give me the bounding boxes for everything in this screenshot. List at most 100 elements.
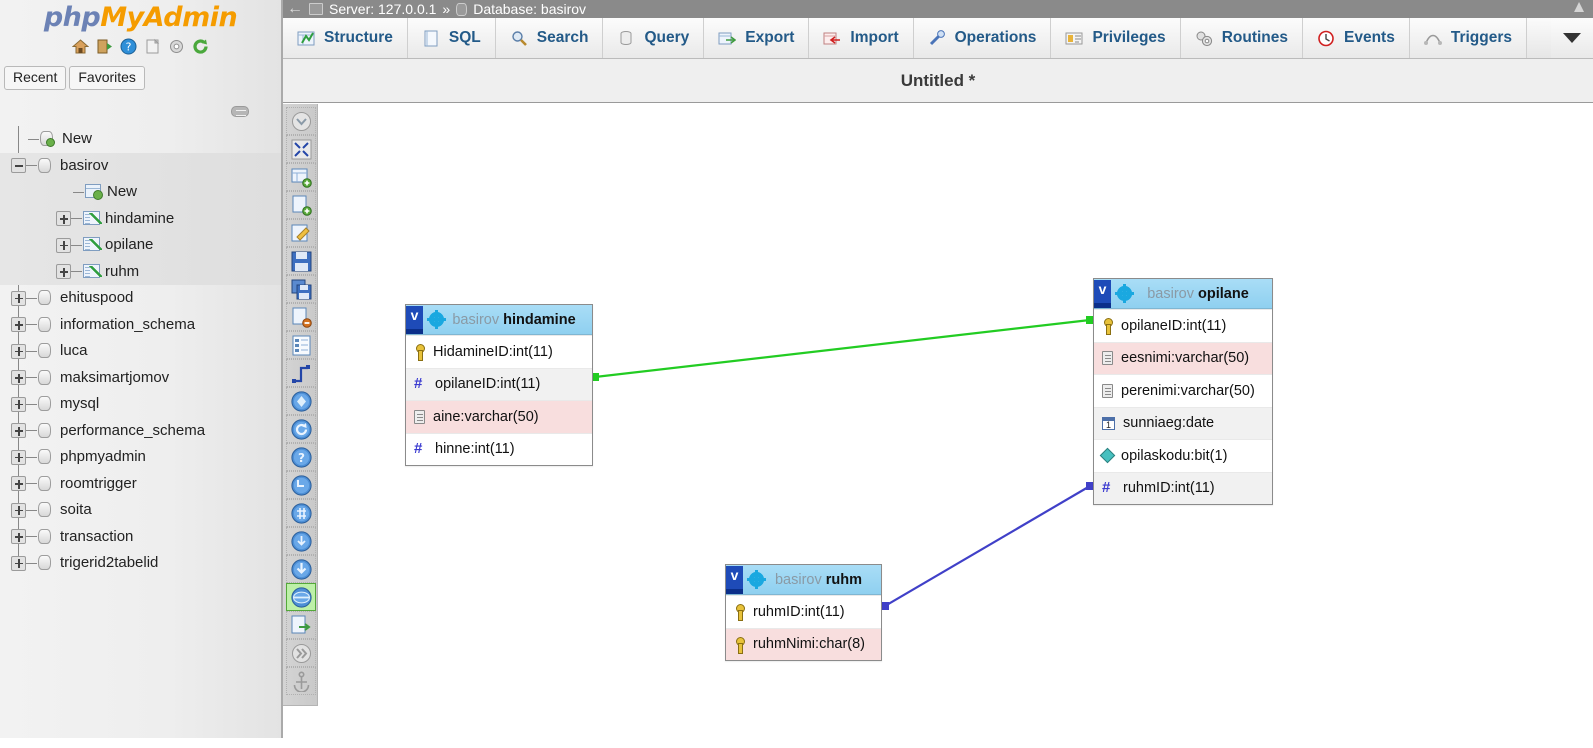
table-column-row[interactable]: aine : varchar(50): [406, 400, 592, 433]
designer-tool-save-page[interactable]: [286, 247, 316, 275]
expand-icon[interactable]: [11, 423, 26, 439]
documentation-icon[interactable]: [144, 38, 161, 55]
table-column-row[interactable]: #ruhmID : int(11): [1094, 471, 1272, 504]
designer-tool-hide-show-all[interactable]: [286, 639, 316, 667]
expand-icon[interactable]: [56, 211, 71, 227]
recent-pill[interactable]: Recent: [4, 66, 67, 90]
expand-icon[interactable]: [11, 529, 26, 545]
designer-tool-toggle-panel[interactable]: [286, 107, 316, 135]
table-column-row[interactable]: opilaskodu : bit(1): [1094, 439, 1272, 472]
tab-routines[interactable]: Routines: [1180, 18, 1303, 58]
expand-icon[interactable]: [11, 290, 26, 306]
designer-tool-angular-links[interactable]: [286, 471, 316, 499]
collapse-navigation-icon[interactable]: ▲: [1570, 0, 1588, 16]
tree-item-roomtrigger[interactable]: roomtrigger: [0, 471, 281, 498]
tree-item-new[interactable]: New: [0, 179, 281, 206]
table-column-row[interactable]: sunniaeg : date: [1094, 406, 1272, 439]
view-badge[interactable]: v: [406, 305, 423, 334]
gear-icon[interactable]: [427, 310, 446, 329]
tab-triggers[interactable]: Triggers: [1409, 18, 1528, 58]
designer-tool-new-page[interactable]: [286, 191, 316, 219]
designer-tool-move-menu[interactable]: [286, 583, 316, 611]
designer-tool-fullscreen[interactable]: [286, 135, 316, 163]
designer-tool-create-relation[interactable]: [286, 359, 316, 387]
favorites-pill[interactable]: Favorites: [69, 66, 145, 90]
view-badge[interactable]: v: [1094, 279, 1111, 308]
tree-item-ruhm[interactable]: ruhm: [0, 258, 281, 285]
tab-structure[interactable]: Structure: [283, 18, 408, 58]
tree-item-basirov[interactable]: basirov: [0, 152, 281, 179]
logout-icon[interactable]: [96, 38, 113, 55]
designer-tool-new-table[interactable]: [286, 163, 316, 191]
table-column-row[interactable]: HidamineID : int(11): [406, 335, 592, 368]
collapse-icon[interactable]: [11, 158, 26, 174]
expand-icon[interactable]: [11, 555, 26, 571]
designer-tool-save-page-as[interactable]: [286, 275, 316, 303]
tab-operations[interactable]: Operations: [913, 18, 1052, 58]
gear-icon[interactable]: [1115, 284, 1134, 303]
home-icon[interactable]: [71, 38, 90, 55]
tab-import[interactable]: Import: [809, 18, 914, 58]
tab-sql[interactable]: SQL: [407, 18, 496, 58]
expand-icon[interactable]: [11, 317, 26, 333]
tree-item-mysql[interactable]: mysql: [0, 391, 281, 418]
expand-icon[interactable]: [11, 396, 26, 412]
table-column-row[interactable]: ruhmNimi : char(8): [726, 627, 881, 660]
expand-icon[interactable]: [56, 264, 71, 280]
tab-events[interactable]: Events: [1303, 18, 1410, 58]
database-label[interactable]: Database: basirov: [473, 1, 587, 17]
tree-item-phpmyadmin[interactable]: phpmyadmin: [0, 444, 281, 471]
expand-icon[interactable]: [11, 476, 26, 492]
hindamine-opilane-relation[interactable]: [594, 318, 1091, 379]
table-column-row[interactable]: #opilaneID : int(11): [406, 367, 592, 400]
table-column-row[interactable]: opilaneID : int(11): [1094, 309, 1272, 342]
designer-tool-edit-page[interactable]: [286, 219, 316, 247]
ruhm-opilane-relation[interactable]: [884, 485, 1091, 607]
tree-item-opilane[interactable]: opilane: [0, 232, 281, 259]
tree-item-transaction[interactable]: transaction: [0, 524, 281, 551]
view-badge[interactable]: v: [726, 565, 743, 594]
tree-item-soita[interactable]: soita: [0, 497, 281, 524]
settings-icon[interactable]: [168, 38, 185, 55]
designer-tool-delete-page[interactable]: [286, 303, 316, 331]
tree-item-luca[interactable]: luca: [0, 338, 281, 365]
designer-tool-display-field[interactable]: [286, 387, 316, 415]
back-arrow-icon[interactable]: ←: [287, 0, 303, 17]
designer-tool-export-schema[interactable]: [286, 611, 316, 639]
tree-item-hindamine[interactable]: hindamine: [0, 205, 281, 232]
tab-export[interactable]: Export: [704, 18, 810, 58]
server-label[interactable]: Server: 127.0.0.1: [329, 1, 437, 17]
table-column-row[interactable]: ruhmID : int(11): [726, 595, 881, 628]
tab-query[interactable]: Query: [603, 18, 705, 58]
tree-item-performance_schema[interactable]: performance_schema: [0, 418, 281, 445]
sidebar-collapse-handle[interactable]: [231, 106, 249, 117]
tree-item-information_schema[interactable]: information_schema: [0, 312, 281, 339]
designer-tool-grid[interactable]: [286, 499, 316, 527]
expand-icon[interactable]: [11, 502, 26, 518]
more-tabs-button[interactable]: [1551, 18, 1593, 58]
expand-icon[interactable]: [11, 343, 26, 359]
expand-icon[interactable]: [11, 449, 26, 465]
tree-item-ehituspood[interactable]: ehituspood: [0, 285, 281, 312]
tree-item-new[interactable]: New: [0, 126, 281, 153]
reload-icon[interactable]: [192, 38, 209, 55]
tab-privileges[interactable]: Privileges: [1051, 18, 1181, 58]
table-column-row[interactable]: #hinne : int(11): [406, 432, 592, 465]
tab-search[interactable]: Search: [495, 18, 604, 58]
tree-item-maksimartjomov[interactable]: maksimartjomov: [0, 365, 281, 392]
designer-tool-help[interactable]: ?: [286, 443, 316, 471]
designer-tool-table-list[interactable]: [286, 331, 316, 359]
table-column-row[interactable]: perenimi : varchar(50): [1094, 374, 1272, 407]
tree-item-trigerid2tabelid[interactable]: trigerid2tabelid: [0, 550, 281, 577]
table-column-row[interactable]: eesnimi : varchar(50): [1094, 341, 1272, 374]
expand-icon[interactable]: [11, 370, 26, 386]
help-icon[interactable]: ?: [120, 38, 137, 55]
phpmyadmin-logo[interactable]: phpMyAdmin: [0, 0, 281, 33]
gear-icon[interactable]: [747, 570, 766, 589]
